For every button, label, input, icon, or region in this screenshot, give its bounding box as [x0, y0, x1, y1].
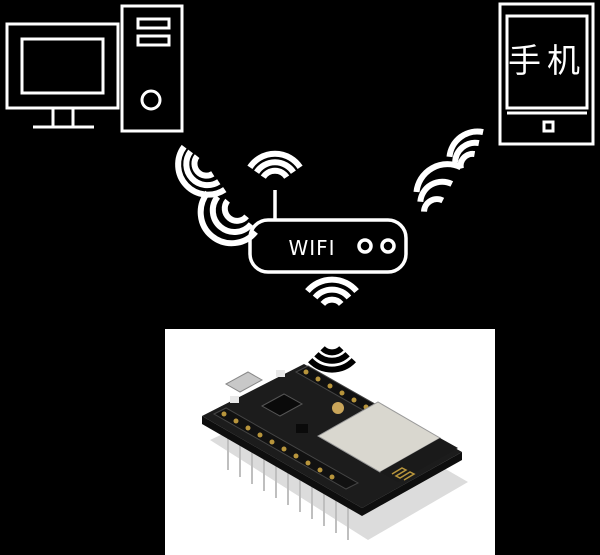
wifi-router-icon: [248, 190, 408, 274]
monitor-frame: [5, 22, 120, 110]
computer-tower: [120, 4, 184, 133]
signal-waves-icon: [305, 276, 359, 307]
mobile-phone-icon: [498, 2, 595, 146]
router-label: WIFI: [288, 236, 335, 260]
phone-label: 手机: [508, 41, 586, 80]
signal-waves-icon: [247, 150, 303, 179]
signal-waves-icon: [446, 128, 484, 170]
desktop-computer-icon: [5, 4, 184, 133]
phone-screen: [505, 14, 589, 110]
signal-waves-icon: [308, 346, 356, 373]
usb-connector: [224, 371, 264, 393]
signal-waves-icon: [413, 161, 463, 213]
router-led-1: [357, 238, 373, 254]
esp8266-board-image: [202, 364, 468, 540]
signal-waves-icon: [175, 144, 227, 198]
monitor-screen: [20, 37, 105, 95]
phone-body: [498, 2, 595, 146]
router-led-2: [380, 238, 396, 254]
router-body: [248, 218, 408, 274]
signal-waves-icon: [197, 190, 258, 247]
board-pins: [227, 436, 349, 540]
